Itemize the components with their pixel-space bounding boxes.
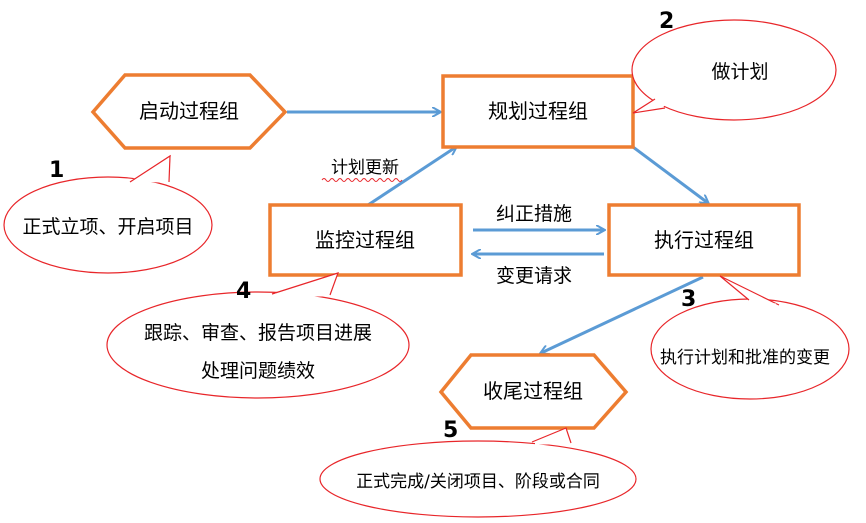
node-initiating-label: 启动过程组 (139, 99, 239, 123)
node-executing: 执行过程组 (607, 203, 801, 277)
callout-1-number: 1 (49, 158, 64, 183)
callout-5-number: 5 (443, 418, 458, 443)
callout-2: 2 做计划 (631, 9, 837, 121)
callout-1: 1 正式立项、开启项目 (3, 154, 213, 274)
callout-1-text: 正式立项、开启项目 (22, 216, 193, 238)
node-monitoring-label: 监控过程组 (315, 228, 415, 252)
node-closing: 收尾过程组 (438, 353, 629, 430)
edge-label-change-request: 变更请求 (496, 265, 572, 287)
node-initiating: 启动过程组 (90, 73, 288, 150)
edge-label-corrective-action: 纠正措施 (496, 203, 572, 225)
spellcheck-underline (321, 178, 403, 182)
callout-5-text: 正式完成/关闭项目、阶段或合同 (356, 472, 600, 492)
callout-4: 4 跟踪、审查、报告项目进展 处理问题绩效 (106, 272, 410, 399)
callout-5: 5 正式完成/关闭项目、阶段或合同 (319, 418, 637, 518)
callout-4-text-line-2: 处理问题绩效 (201, 360, 315, 382)
node-planning: 规划过程组 (441, 74, 635, 149)
node-closing-label: 收尾过程组 (483, 379, 583, 403)
callout-4-number: 4 (236, 279, 251, 304)
callout-3: 3 执行计划和批准的变更 (650, 275, 850, 400)
arrows (287, 112, 708, 353)
edge-label-plan-update: 计划更新 (331, 158, 399, 178)
node-executing-label: 执行过程组 (654, 228, 754, 252)
arrow-planning-to-executing (632, 145, 708, 203)
node-monitoring: 监控过程组 (268, 203, 463, 277)
callout-2-number: 2 (659, 9, 674, 34)
arrow-monitoring-to-planning (367, 147, 456, 207)
callout-3-text: 执行计划和批准的变更 (660, 348, 830, 368)
node-planning-label: 规划过程组 (488, 99, 588, 123)
callout-2-text: 做计划 (711, 61, 768, 83)
callout-4-text-line-1: 跟踪、审查、报告项目进展 (144, 322, 372, 344)
callout-3-number: 3 (681, 287, 696, 312)
arrow-executing-to-closing (541, 275, 704, 353)
